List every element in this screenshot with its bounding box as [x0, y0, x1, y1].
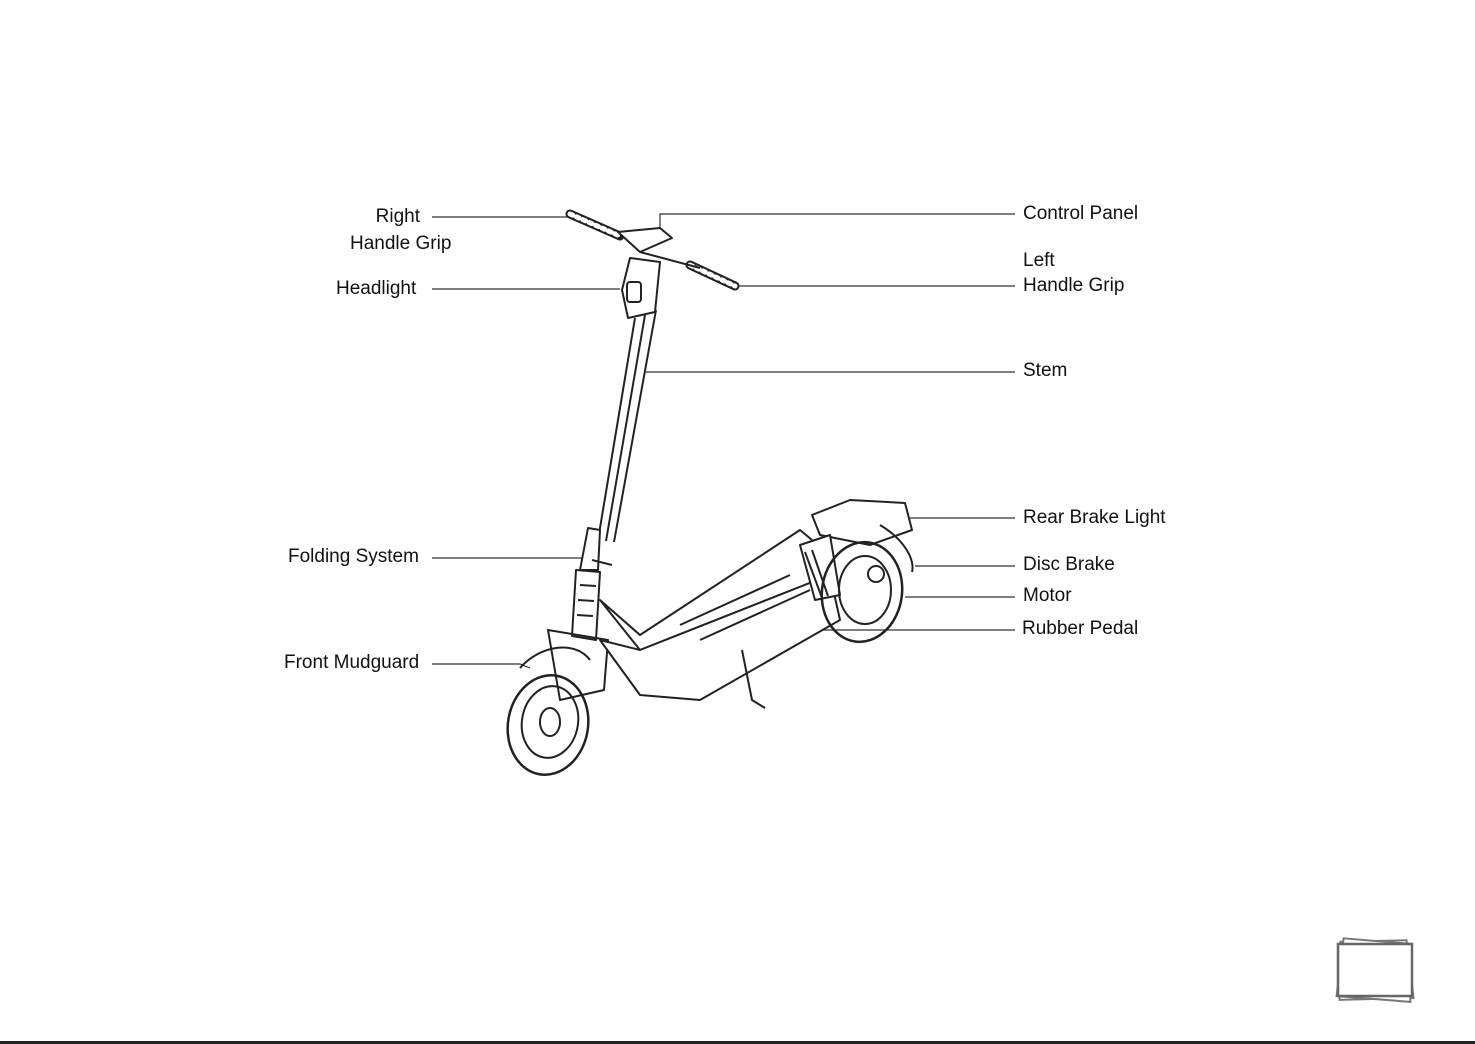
label-rubber-pedal: Rubber Pedal	[1022, 618, 1139, 639]
label-rear-brake-light: Rear Brake Light	[1023, 507, 1166, 528]
label-disc-brake: Disc Brake	[1023, 554, 1115, 575]
leader-mudguard	[432, 663, 531, 669]
label-right-handle-grip-line1: Right	[375, 206, 420, 227]
label-right-handle-grip-line2: Handle Grip	[350, 233, 452, 254]
label-front-mudguard: Front Mudguard	[284, 652, 420, 673]
label-stem: Stem	[1023, 360, 1068, 381]
scooter-drawing	[506, 209, 914, 776]
label-control-panel: Control Panel	[1023, 203, 1139, 224]
label-folding-system: Folding System	[288, 546, 419, 567]
label-left-handle-grip-line2: Handle Grip	[1023, 275, 1125, 296]
label-headlight: Headlight	[336, 278, 417, 299]
leader-control-panel	[659, 213, 1015, 232]
bottom-rule	[0, 1041, 1475, 1044]
label-left-handle-grip-line1: Left	[1023, 250, 1055, 271]
label-motor: Motor	[1023, 585, 1072, 606]
